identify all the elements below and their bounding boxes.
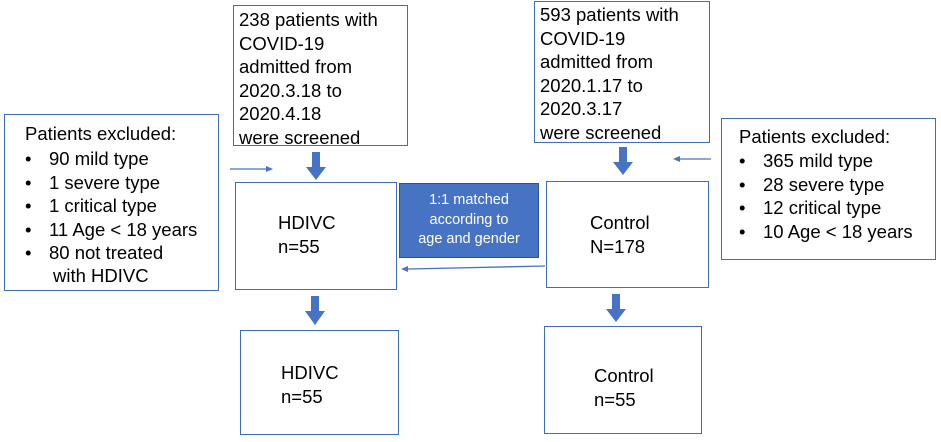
list-item: 28 severe type	[737, 173, 913, 197]
group-name: HDIVC	[278, 212, 336, 233]
thin-arrows	[230, 156, 711, 272]
hdivc-group-box: HDIVC n=55	[235, 182, 397, 290]
text-line: 1:1 matched	[429, 192, 509, 209]
list-item: 11 Age < 18 years	[23, 218, 197, 242]
screened-box-hdivc: 238 patients with COVID-19 admitted from…	[233, 5, 408, 149]
list-item: 1 critical type	[23, 194, 197, 218]
arrow-down-icon	[606, 294, 626, 322]
control-group-label: Control N=178	[590, 211, 650, 258]
list-item: 90 mild type	[23, 147, 197, 171]
list-item: 12 critical type	[737, 196, 913, 220]
excluded-title: Patients excluded:	[739, 126, 891, 147]
text-line: 238 patients with	[239, 9, 378, 30]
text-line: admitted from	[540, 51, 654, 72]
excluded-box-left: Patients excluded: 90 mild type 1 severe…	[4, 114, 219, 291]
excluded-box-right: Patients excluded: 365 mild type 28 seve…	[721, 118, 936, 260]
group-count: n=55	[594, 388, 636, 410]
group-count: N=178	[590, 235, 646, 257]
list-item: 1 severe type	[23, 171, 197, 195]
excluded-list-left: 90 mild type 1 severe type 1 critical ty…	[23, 147, 197, 265]
arrow-down-icon	[305, 296, 325, 325]
screened-text-control: 593 patients with COVID-19 admitted from…	[540, 3, 679, 144]
text-line: 2020.1.17 to	[540, 74, 643, 96]
text-line: admitted from	[239, 56, 353, 77]
list-item: 80 not treated	[23, 241, 197, 265]
group-name: HDIVC	[281, 362, 339, 383]
text-line: COVID-19	[540, 27, 626, 49]
excluded-title: Patients excluded:	[25, 123, 177, 144]
control-final-label: Control n=55	[594, 364, 654, 411]
matching-label: 1:1 matched according to age and gender	[399, 183, 539, 258]
hdivc-final-label: HDIVC n=55	[281, 361, 339, 408]
text-line: 2020.3.17	[540, 98, 623, 119]
text-line: COVID-19	[239, 32, 325, 54]
text-line: were screened	[239, 126, 361, 148]
arrow-down-icon	[306, 152, 326, 180]
text-line: according to	[429, 211, 509, 228]
list-item: 10 Age < 18 years	[737, 220, 913, 244]
control-group-box: Control N=178	[546, 181, 709, 288]
text-line: 593 patients with	[540, 4, 679, 25]
excluded-text-right: Patients excluded:	[739, 125, 890, 149]
group-count: n=55	[281, 385, 323, 407]
excluded-text-left: Patients excluded:	[25, 122, 176, 146]
excluded-list-right: 365 mild type 28 severe type 12 critical…	[737, 149, 913, 243]
arrow-down-icon	[613, 147, 633, 175]
group-name: Control	[594, 365, 654, 386]
control-final-box: Control n=55	[544, 326, 702, 434]
hdivc-group-label: HDIVC n=55	[278, 211, 336, 258]
screened-text-hdivc: 238 patients with COVID-19 admitted from…	[239, 8, 378, 149]
hdivc-final-box: HDIVC n=55	[240, 330, 399, 435]
screened-box-control: 593 patients with COVID-19 admitted from…	[534, 1, 710, 143]
group-name: Control	[590, 212, 650, 233]
text-line: were screened	[540, 121, 662, 143]
group-count: n=55	[278, 235, 320, 257]
text-line: 2020.3.18 to	[239, 79, 342, 101]
text-line: 2020.4.18	[239, 103, 322, 124]
text-line: age and gender	[418, 231, 520, 248]
list-item-continuation: with HDIVC	[53, 265, 149, 286]
list-item: 365 mild type	[737, 149, 913, 173]
